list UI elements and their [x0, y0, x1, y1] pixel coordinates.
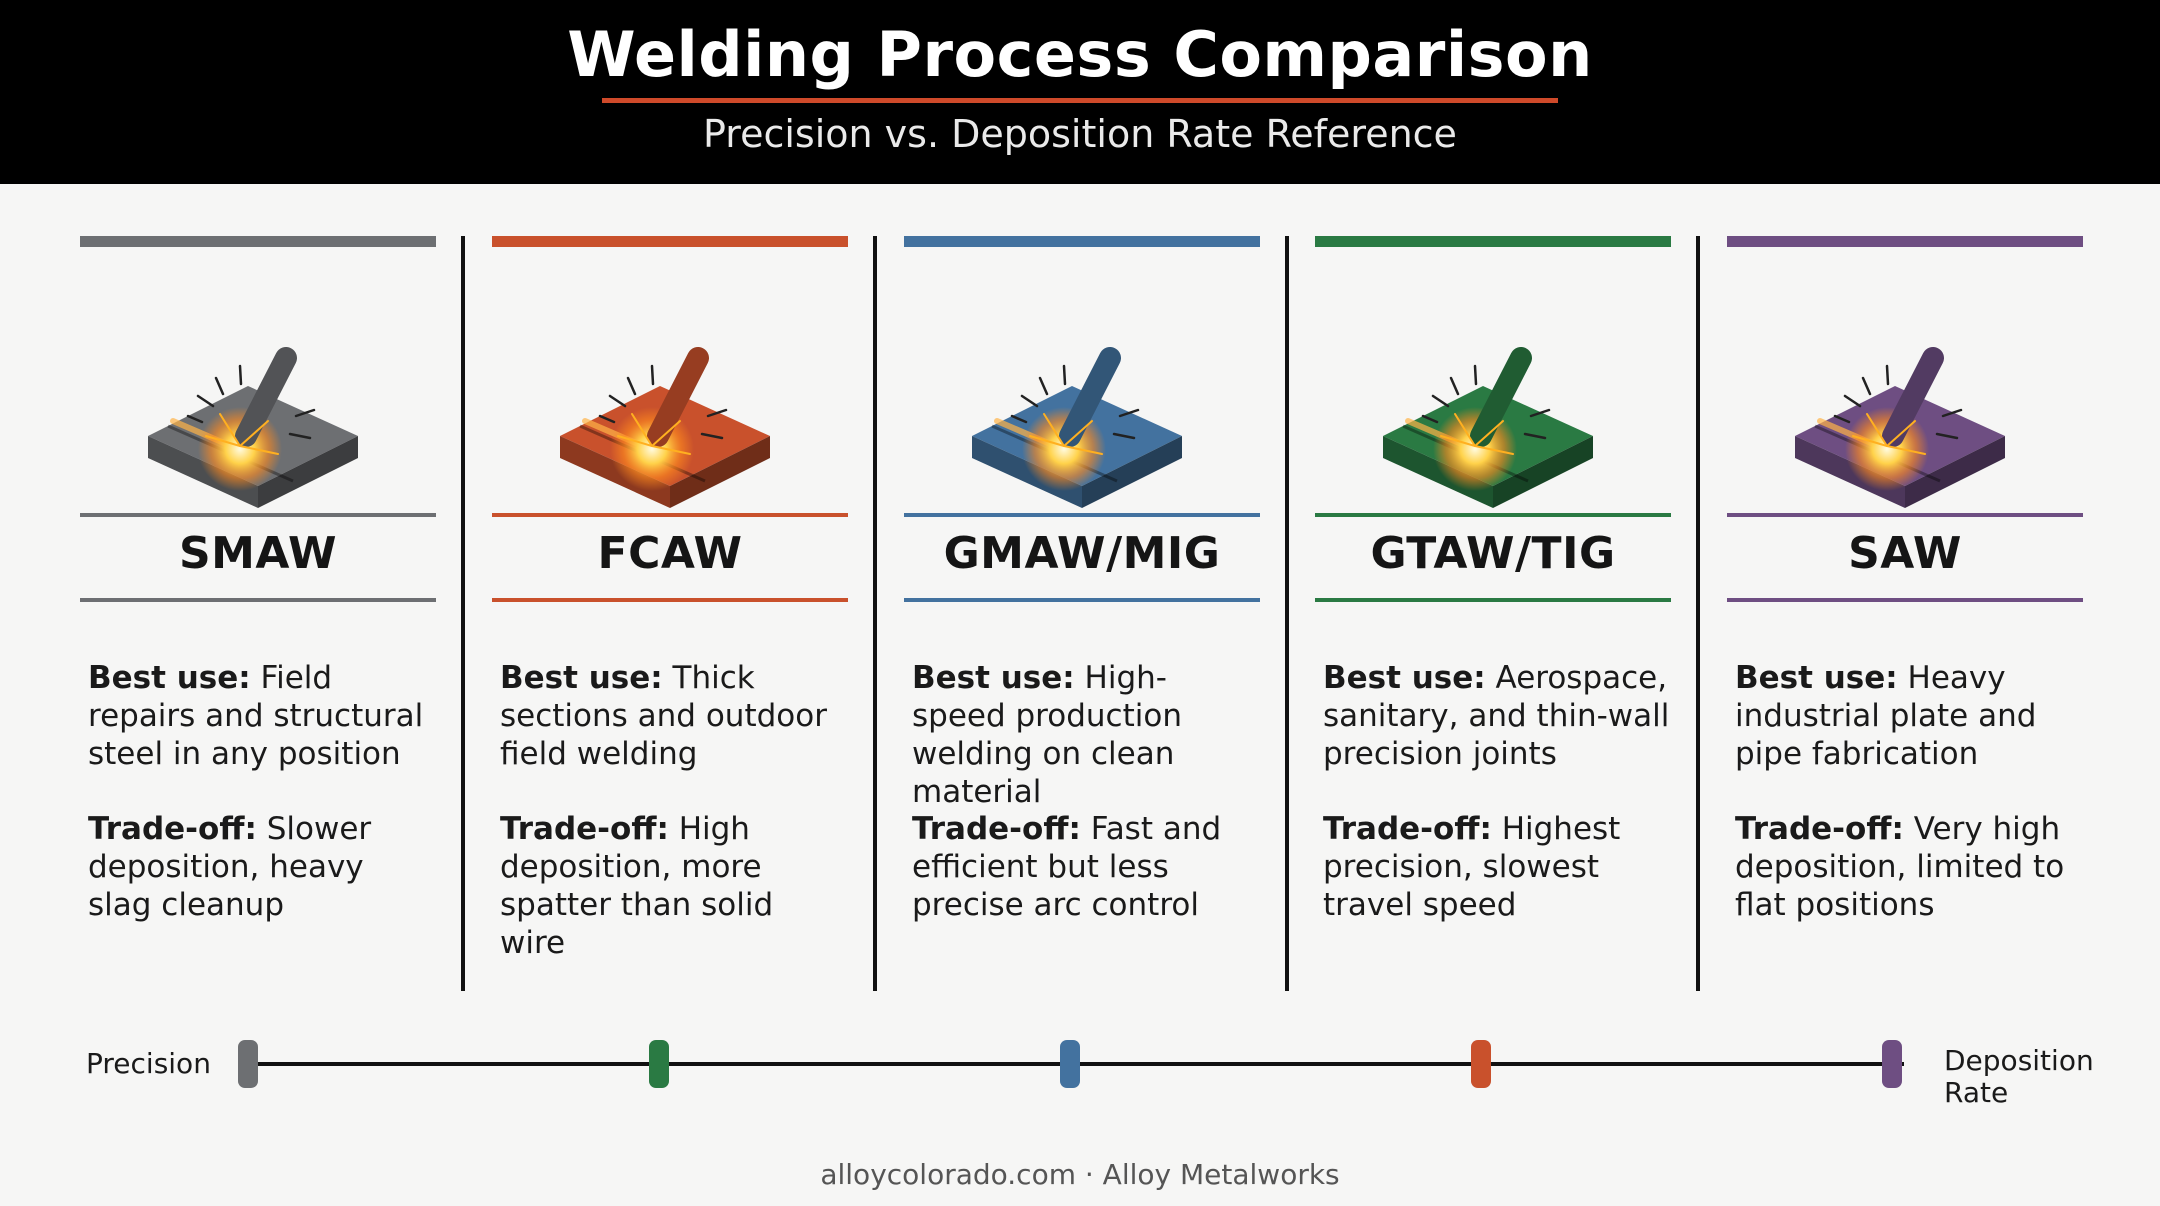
column-divider: [1696, 236, 1700, 991]
name-rule-top: [1727, 513, 2083, 517]
footer-credit: alloycolorado.com · Alloy Metalworks: [820, 1158, 1340, 1191]
best-use-text-label: Best use:: [912, 660, 1075, 696]
name-rule-bottom: [904, 598, 1260, 602]
name-rule-top: [904, 513, 1260, 517]
trade-off-text-label: Trade-off:: [500, 811, 669, 847]
column-divider: [1285, 236, 1289, 991]
best-use-text-label: Best use:: [500, 660, 663, 696]
welding-torch-plate-icon: [148, 347, 358, 508]
trade-off-text: Trade-off: High deposition, more spatter…: [500, 810, 848, 962]
process-name: GTAW/TIG: [1370, 528, 1616, 579]
welding-torch-plate-icon: [560, 347, 770, 508]
title-underline: [602, 98, 1558, 103]
process-column-smaw: SMAW Best use: Field repairs and structur…: [80, 236, 436, 996]
name-rule-bottom: [1315, 598, 1671, 602]
column-divider: [461, 236, 465, 991]
trade-off-text-value: Very high deposition, limited to flat po…: [1735, 811, 2065, 923]
best-use-text: Best use: Field repairs and structural s…: [88, 659, 436, 773]
best-use-text-value: High-speed production welding on clean m…: [912, 660, 1182, 810]
scale-right-label: Deposition Rate: [1944, 1045, 2094, 1109]
process-name: GMAW/MIG: [943, 528, 1221, 579]
process-name: FCAW: [597, 528, 743, 579]
welding-torch-plate-icon: [972, 347, 1182, 508]
best-use-text-label: Best use:: [1735, 660, 1898, 696]
trade-off-text: Trade-off: Very high deposition, limited…: [1735, 810, 2083, 924]
process-column-saw: SAW Best use: Heavy industrial plate and …: [1727, 236, 2083, 996]
best-use-text-value: Aerospace, sanitary, and thin-wall preci…: [1323, 660, 1670, 772]
page-title: Welding Process Comparison: [567, 18, 1593, 91]
column-accent-bar: [904, 236, 1260, 247]
process-column-fcaw: FCAW Best use: Thick sections and outdoor…: [492, 236, 848, 996]
name-rule-top: [492, 513, 848, 517]
scale-marker: [238, 1040, 258, 1088]
scale-line: [258, 1062, 1904, 1066]
best-use-text: Best use: Heavy industrial plate and pip…: [1735, 659, 2083, 773]
trade-off-text-value: Highest precision, slowest travel speed: [1323, 811, 1621, 923]
scale-right-label-line1: Deposition: [1944, 1044, 2094, 1077]
best-use-text-label: Best use:: [88, 660, 251, 696]
trade-off-text-value: High deposition, more spatter than solid…: [500, 811, 774, 961]
process-name: SMAW: [178, 528, 338, 579]
welding-torch-plate-icon: [1795, 347, 2005, 508]
name-rule-top: [80, 513, 436, 517]
scale-right-label-line2: Rate: [1944, 1076, 2009, 1109]
scale-marker: [1060, 1040, 1080, 1088]
scale-marker: [1471, 1040, 1491, 1088]
scale-marker: [649, 1040, 669, 1088]
best-use-text-value: Field repairs and structural steel in an…: [88, 660, 424, 772]
column-accent-bar: [80, 236, 436, 247]
scale-marker: [1882, 1040, 1902, 1088]
name-rule-bottom: [1727, 598, 2083, 602]
best-use-text-label: Best use:: [1323, 660, 1486, 696]
column-accent-bar: [492, 236, 848, 247]
column-divider: [873, 236, 877, 991]
trade-off-text-value: Fast and efficient but less precise arc …: [912, 811, 1222, 923]
trade-off-text: Trade-off: Slower deposition, heavy slag…: [88, 810, 436, 924]
name-rule-top: [1315, 513, 1671, 517]
trade-off-text-label: Trade-off:: [1323, 811, 1492, 847]
process-column-gmaw-mig: GMAW/MIG Best use: High-speed production …: [904, 236, 1260, 996]
welding-torch-plate-icon: [1383, 347, 1593, 508]
name-rule-bottom: [492, 598, 848, 602]
trade-off-text: Trade-off: Fast and efficient but less p…: [912, 810, 1260, 924]
best-use-text: Best use: High-speed production welding …: [912, 659, 1260, 811]
process-name: SAW: [1848, 528, 1962, 579]
header-banner: Welding Process Comparison Precision vs.…: [0, 0, 2160, 184]
column-accent-bar: [1315, 236, 1671, 247]
best-use-text-value: Thick sections and outdoor field welding: [500, 660, 827, 772]
scale-left-label: Precision: [86, 1047, 211, 1080]
trade-off-text-label: Trade-off:: [1735, 811, 1904, 847]
best-use-text-value: Heavy industrial plate and pipe fabricat…: [1735, 660, 2037, 772]
page-subtitle: Precision vs. Deposition Rate Reference: [703, 112, 1457, 156]
trade-off-text-label: Trade-off:: [912, 811, 1081, 847]
trade-off-text-label: Trade-off:: [88, 811, 257, 847]
name-rule-bottom: [80, 598, 436, 602]
trade-off-text: Trade-off: Highest precision, slowest tr…: [1323, 810, 1671, 924]
column-accent-bar: [1727, 236, 2083, 247]
process-column-gtaw-tig: GTAW/TIG Best use: Aerospace, sanitary, a…: [1315, 236, 1671, 996]
best-use-text: Best use: Thick sections and outdoor fie…: [500, 659, 848, 773]
best-use-text: Best use: Aerospace, sanitary, and thin-…: [1323, 659, 1671, 773]
trade-off-text-value: Slower deposition, heavy slag cleanup: [88, 811, 372, 923]
